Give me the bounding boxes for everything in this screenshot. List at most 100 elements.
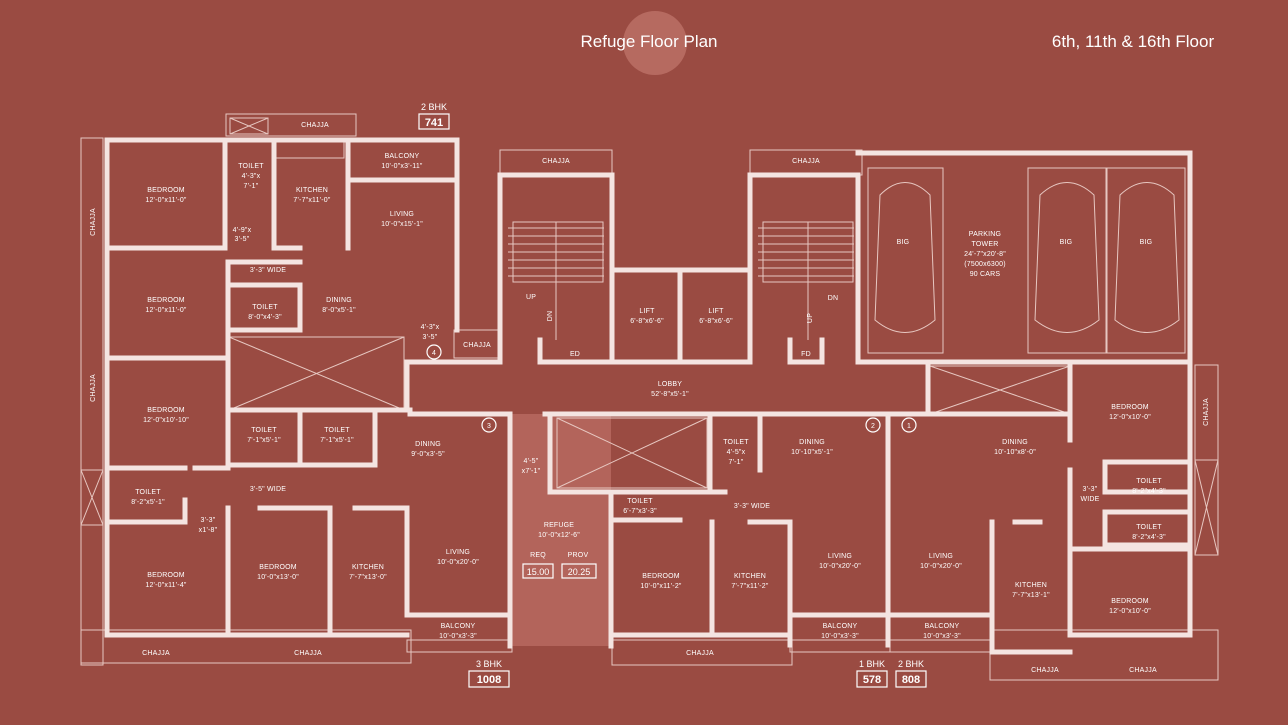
label-dining1: DINING xyxy=(326,297,352,304)
label-toilet5: TOILET xyxy=(135,489,161,496)
dim-refuge: 10'-0"x12'-6" xyxy=(538,532,580,539)
dim-toilet8: 8'-2"x4'-3" xyxy=(1132,488,1166,495)
dim-balcony3: 10'-0"x3'-3" xyxy=(821,633,859,640)
label-kitchen2: KITCHEN xyxy=(352,564,384,571)
label-toilet2: TOILET xyxy=(252,304,278,311)
dim-bedroom1: 12'-0"x11'-0" xyxy=(145,197,187,204)
label-balcony1: BALCONY xyxy=(385,153,420,160)
dim1-passage4: 4'-3"x xyxy=(421,324,440,331)
label-toilet6: TOILET xyxy=(723,439,749,446)
dim-living4: 10'-0"x20'-0" xyxy=(920,563,962,570)
unit-type-1bhk: 1 BHK xyxy=(859,659,885,669)
dim-lift2: 6'-8"x6'-6" xyxy=(699,318,733,325)
value-prov: 20.25 xyxy=(568,567,591,577)
parking-slots xyxy=(867,167,1186,354)
req-box xyxy=(522,563,554,579)
label-toilet8: TOILET xyxy=(1136,478,1162,485)
label-lift1: LIFT xyxy=(639,308,655,315)
dim1-passage5: 3'-3" xyxy=(201,517,216,524)
dim1-toilet1: 4'-3"x xyxy=(242,173,261,180)
dim2-passage1: 3'-5" xyxy=(235,236,250,243)
label-toilet7: TOILET xyxy=(627,498,653,505)
unit-type-2bhk-808: 2 BHK xyxy=(898,659,924,669)
dim-toilet4: 7'-1"x5'-1" xyxy=(320,437,354,444)
label-living1: LIVING xyxy=(390,211,414,218)
dim-dining1: 8'-0"x5'-1" xyxy=(322,307,356,314)
label-car-big3: BIG xyxy=(1140,239,1153,246)
label-chajja-bottom1: CHAJJA xyxy=(142,650,170,657)
label-dining4: DINING xyxy=(1002,439,1028,446)
dim-toilet5: 8'-2"x5'-1" xyxy=(131,499,165,506)
label-dn2: DN xyxy=(828,295,839,302)
dim2-toilet6: 7'-1" xyxy=(729,459,744,466)
label-dining3: DINING xyxy=(799,439,825,446)
label-toilet1: TOILET xyxy=(238,163,264,170)
dim-kitchen3: 7'-7"x11'-2" xyxy=(731,583,768,590)
label-fd: FD xyxy=(801,351,811,358)
dim-bedroom6: 10'-0"x11'-2" xyxy=(640,583,682,590)
label-balcony2: BALCONY xyxy=(441,623,476,630)
dim-living2: 10'-0"x20'-0" xyxy=(437,559,479,566)
dim-living3: 10'-0"x20'-0" xyxy=(819,563,861,570)
unit-markers: 4 3 2 1 xyxy=(426,344,917,433)
staircase-left xyxy=(508,222,604,340)
label-lobby: LOBBY xyxy=(658,381,682,388)
dim-lobby: 52'-8"x5'-1" xyxy=(651,391,689,398)
room-labels: CHAJJA BEDROOM 12'-0"x11'-0" TOILET 4'-3… xyxy=(90,122,1210,674)
label-living3: LIVING xyxy=(828,553,852,560)
label-kitchen1: KITCHEN xyxy=(296,187,328,194)
label-bedroom6: BEDROOM xyxy=(642,573,680,580)
label-bedroom4: BEDROOM xyxy=(147,572,185,579)
title-circle-decor xyxy=(623,11,687,75)
label-kitchen4: KITCHEN xyxy=(1015,582,1047,589)
label-bedroom8: BEDROOM xyxy=(1111,598,1149,605)
dim-toilet9: 8'-2"x4'-3" xyxy=(1132,534,1166,541)
label-wide1: 3'-3" WIDE xyxy=(250,267,286,274)
label-chajja-stair1: CHAJJA xyxy=(542,158,570,165)
dim-balcony1: 10'-0"x3'-11" xyxy=(381,163,423,170)
dim-kitchen4: 7'-7"x13'-1" xyxy=(1012,592,1050,599)
label-up2: UP xyxy=(807,313,814,323)
dim-parking: 24'-7"x20'-8" xyxy=(964,251,1006,258)
dim-dining3: 10'-10"x5'-1" xyxy=(791,449,833,456)
dim-dining4: 10'-10"x8'-0" xyxy=(994,449,1036,456)
dim2-toilet1: 7'-1" xyxy=(244,183,259,190)
label-living4: LIVING xyxy=(929,553,953,560)
plan-title: Refuge Floor Plan xyxy=(580,32,717,51)
dim-balcony4: 10'-0"x3'-3" xyxy=(923,633,961,640)
label-balcony3: BALCONY xyxy=(823,623,858,630)
unit-area-741: 741 xyxy=(425,117,443,129)
dim-balcony2: 10'-0"x3'-3" xyxy=(439,633,477,640)
duct-shafts xyxy=(228,336,1071,489)
label-req: REQ xyxy=(530,552,546,559)
dim-bedroom5: 10'-0"x13'-0" xyxy=(257,574,299,581)
refuge-area-fill xyxy=(510,414,611,646)
unit-area-1008: 1008 xyxy=(477,674,501,686)
label-bedroom5: BEDROOM xyxy=(259,564,297,571)
label-bedroom3: BEDROOM xyxy=(147,407,185,414)
unit-number-3: 3 xyxy=(487,423,491,430)
label-dining2: DINING xyxy=(415,441,441,448)
label-balcony4: BALCONY xyxy=(925,623,960,630)
walls xyxy=(104,137,1193,655)
unit-badges: 2 BHK 741 3 BHK 1008 1 BHK 578 2 BHK 808 xyxy=(418,102,927,688)
floor-numbers: 6th, 11th & 16th Floor xyxy=(1052,32,1215,51)
label-up1: UP xyxy=(526,294,536,301)
label-parking1: PARKING xyxy=(969,231,1001,238)
unit-type-3bhk: 3 BHK xyxy=(476,659,502,669)
dim-lift1: 6'-8"x6'-6" xyxy=(630,318,664,325)
unit-number-2: 2 xyxy=(871,423,875,430)
label-chajja-bottom2: CHAJJA xyxy=(294,650,322,657)
label-toilet4: TOILET xyxy=(324,427,350,434)
label-chajja-left1: CHAJJA xyxy=(90,208,97,236)
label-kitchen3: KITCHEN xyxy=(734,573,766,580)
dim-toilet2: 8'-0"x4'-3" xyxy=(248,314,282,321)
dim1-wide4: 3'-3" xyxy=(1083,486,1098,493)
label-refuge: REFUGE xyxy=(544,522,575,529)
label-chajja-bottom5: CHAJJA xyxy=(1129,667,1157,674)
label-wide3: 3'-3" WIDE xyxy=(734,503,770,510)
unit-number-1: 1 xyxy=(907,423,911,430)
label-chajja-right: CHAJJA xyxy=(1203,398,1210,426)
label-toilet9: TOILET xyxy=(1136,524,1162,531)
